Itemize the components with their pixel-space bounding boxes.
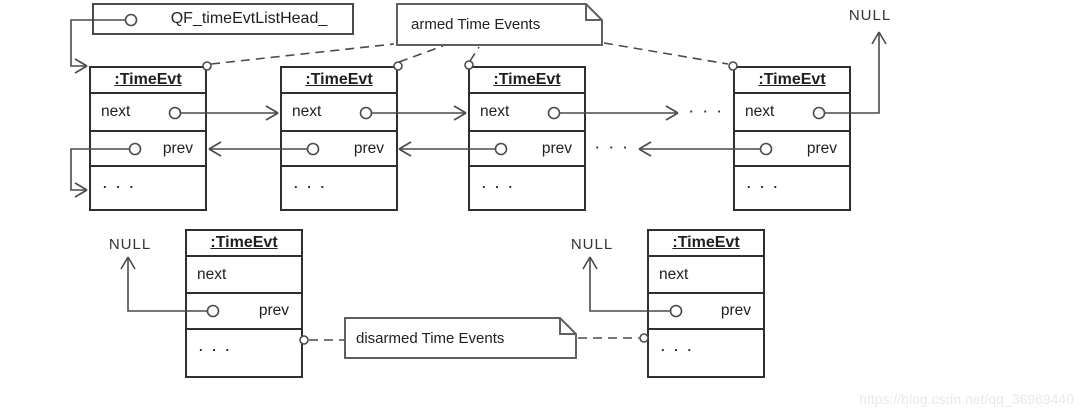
- field-next: next: [187, 257, 301, 294]
- field-prev: prev: [282, 132, 396, 167]
- null-label-bottom-right: NULL: [570, 236, 614, 253]
- armed-note-links: [210, 42, 729, 65]
- field-next: next: [91, 94, 205, 132]
- field-prev: prev: [91, 132, 205, 167]
- timeevt-node-disarmed-1: :TimeEvt next prev . . .: [185, 229, 303, 378]
- node-title: :TimeEvt: [187, 231, 301, 257]
- ellipsis-prev-row: · · ·: [595, 140, 631, 155]
- list-head-box: QF_timeEvtListHead_: [92, 3, 354, 35]
- field-prev: prev: [187, 294, 301, 330]
- field-prev: prev: [470, 132, 584, 167]
- list-head-label: QF_timeEvtListHead_: [170, 10, 328, 27]
- timeevt-node-armed-2: :TimeEvt next prev . . .: [280, 66, 398, 211]
- field-ellipsis: . . .: [661, 339, 695, 354]
- field-ellipsis: . . .: [103, 176, 137, 191]
- timeevt-node-disarmed-2: :TimeEvt next prev . . .: [647, 229, 765, 378]
- field-next: next: [735, 94, 849, 132]
- field-ellipsis: . . .: [294, 176, 328, 191]
- timeevt-node-armed-1: :TimeEvt next prev . . .: [89, 66, 207, 211]
- timeevt-node-armed-4: :TimeEvt next prev . . .: [733, 66, 851, 211]
- armed-note-label: armed Time Events: [411, 16, 541, 33]
- field-next: next: [470, 94, 584, 132]
- null-label-bottom-left: NULL: [108, 236, 152, 253]
- field-prev: prev: [735, 132, 849, 167]
- node-title: :TimeEvt: [735, 68, 849, 94]
- ellipsis-next-row: · · ·: [689, 104, 725, 119]
- node-title: :TimeEvt: [282, 68, 396, 94]
- field-ellipsis: . . .: [482, 176, 516, 191]
- field-ellipsis: . . .: [747, 176, 781, 191]
- field-ellipsis: . . .: [199, 339, 233, 354]
- timeevt-node-armed-3: :TimeEvt next prev . . .: [468, 66, 586, 211]
- watermark-url: https://blog.csdn.net/qq_36969440: [859, 391, 1074, 407]
- null-label-top: NULL: [848, 7, 892, 24]
- node-title: :TimeEvt: [91, 68, 205, 94]
- node-title: :TimeEvt: [470, 68, 584, 94]
- node-title: :TimeEvt: [649, 231, 763, 257]
- field-next: next: [649, 257, 763, 294]
- field-next: next: [282, 94, 396, 132]
- field-prev: prev: [649, 294, 763, 330]
- disarmed-note-label: disarmed Time Events: [356, 329, 505, 347]
